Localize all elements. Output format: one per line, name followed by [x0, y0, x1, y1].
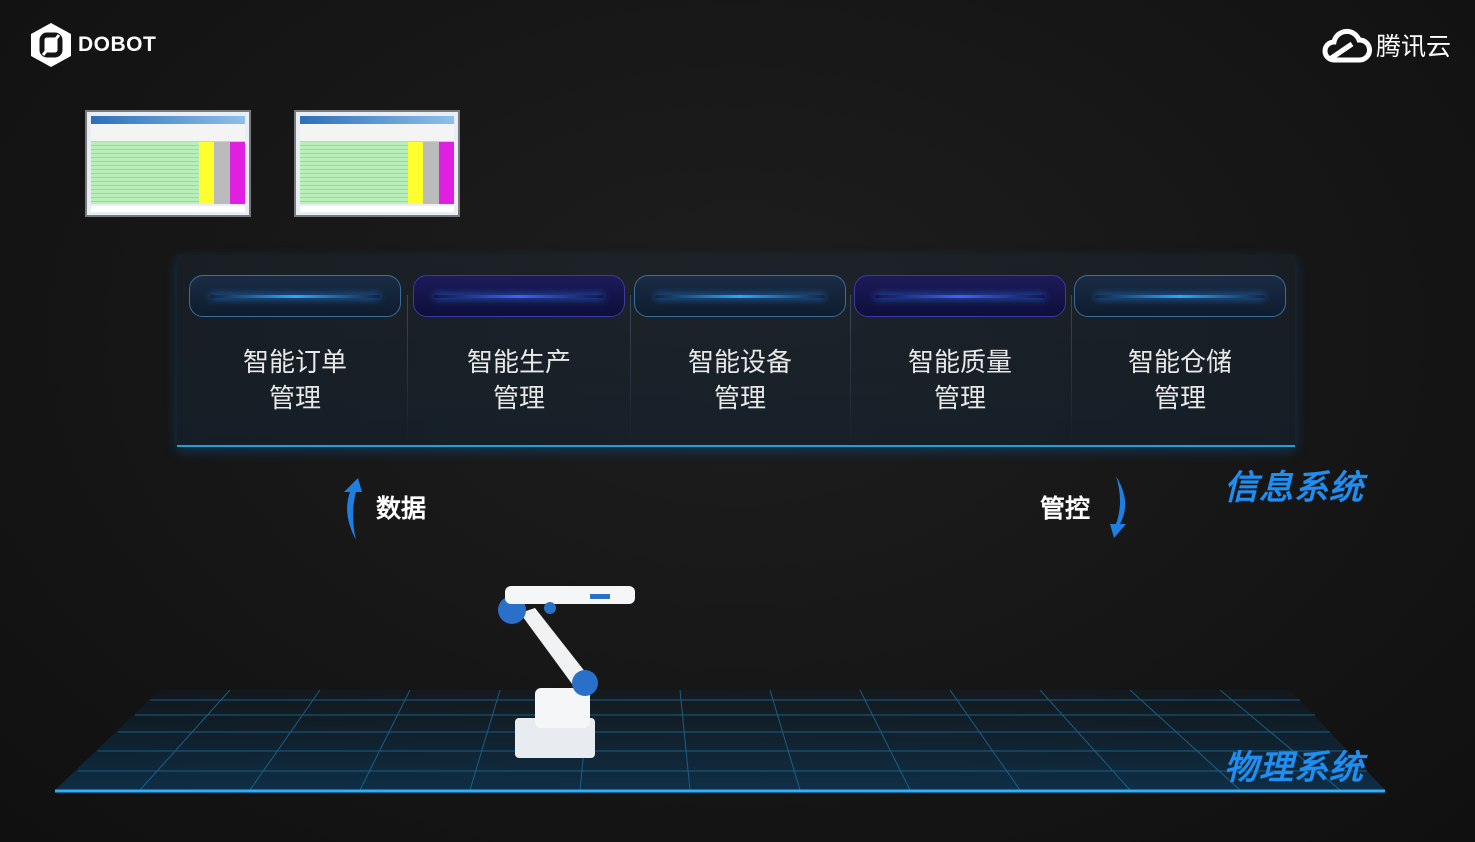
module-title: 智能设备 [687, 348, 792, 378]
module-subtitle: 管理 [492, 384, 545, 414]
tube-decor [189, 275, 401, 317]
module-title: 智能质量 [907, 348, 1012, 378]
cloud-icon [1322, 28, 1372, 63]
physical-system-label: 物理系统 [1224, 748, 1364, 788]
tube-decor [854, 275, 1066, 317]
info-system-label: 信息系统 [1224, 468, 1364, 508]
dobot-logo: DOBOT [30, 22, 156, 68]
curved-up-arrow-icon [344, 478, 362, 540]
tube-decor [413, 275, 625, 317]
module-order: 智能订单管理 [189, 275, 403, 447]
module-production: 智能生产管理 [413, 275, 627, 447]
tencent-cloud-logo: 腾讯云 [1322, 26, 1451, 64]
control-flow-label: 管控 [1040, 494, 1091, 523]
info-system-panel: 智能订单管理 智能生产管理 智能设备管理 智能质量管理 智能仓储管理 [177, 255, 1295, 447]
tube-decor [1074, 275, 1286, 317]
software-screenshot-2 [294, 110, 460, 217]
curved-down-arrow-icon [1110, 476, 1126, 538]
grid-floor [55, 689, 1385, 793]
dobot-wordmark: DOBOT [78, 33, 157, 56]
industrial-robot-arm [498, 586, 635, 758]
module-title: 智能仓储 [1127, 348, 1232, 378]
module-equipment: 智能设备管理 [634, 275, 848, 447]
software-screenshot-1 [85, 110, 251, 217]
module-warehouse: 智能仓储管理 [1074, 275, 1288, 447]
module-quality: 智能质量管理 [854, 275, 1068, 447]
module-subtitle: 管理 [933, 384, 986, 414]
tencent-cloud-wordmark: 腾讯云 [1375, 32, 1451, 61]
module-subtitle: 管理 [713, 384, 766, 414]
dobot-hexagon-icon [31, 23, 71, 67]
module-title: 智能生产 [466, 348, 571, 378]
data-flow-label: 数据 [376, 494, 427, 523]
module-title: 智能订单 [242, 348, 347, 378]
tube-decor [634, 275, 846, 317]
module-subtitle: 管理 [268, 384, 321, 414]
module-subtitle: 管理 [1153, 384, 1206, 414]
